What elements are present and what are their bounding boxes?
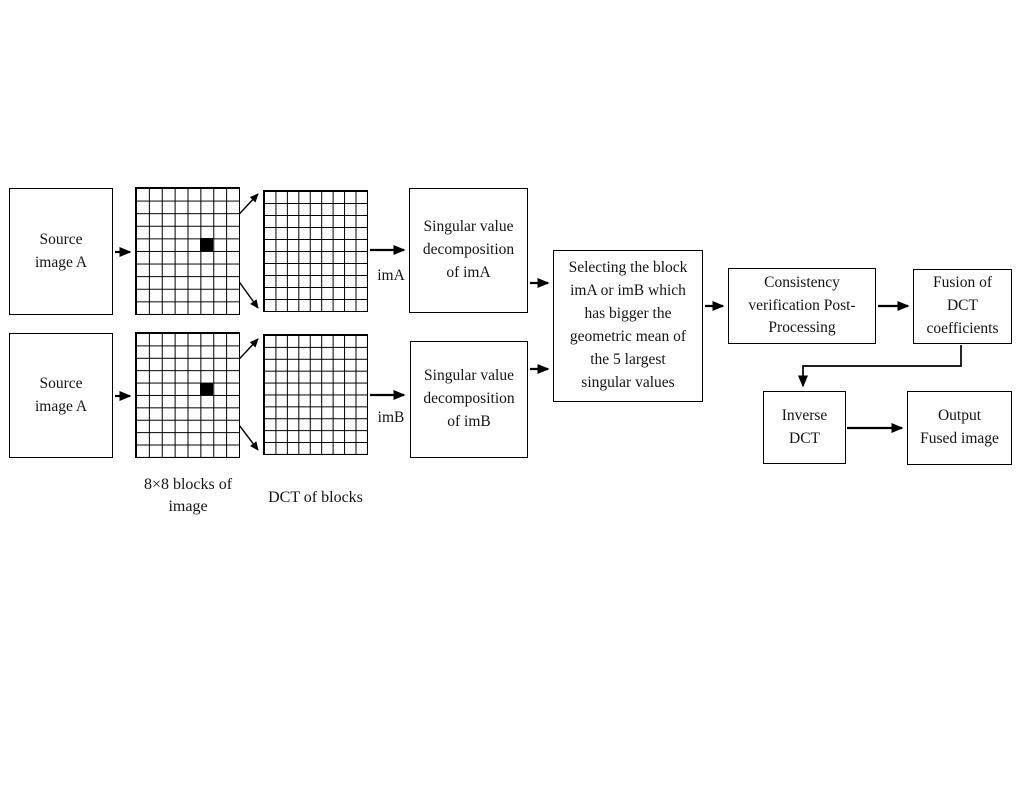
box-consistency-verification: Consistency verification Post- Processin… xyxy=(728,268,876,344)
edge-label-imb: imB xyxy=(377,409,405,426)
box-source-image-b-label: Source image A xyxy=(34,374,88,415)
selected-block-cell-b xyxy=(200,382,214,395)
caption-dct-of-blocks: DCT of blocks xyxy=(268,489,363,506)
box-svd-ima: Singular value decomposition of imA xyxy=(409,188,528,313)
blocks-grid-a xyxy=(135,187,240,315)
box-consistency-verification-label: Consistency verification Post- Processin… xyxy=(748,273,856,337)
box-fusion-dct-coefficients: Fusion of DCT coefficients xyxy=(913,269,1012,344)
edge-label-ima: imA xyxy=(377,267,405,284)
box-svd-imb: Singular value decomposition of imB xyxy=(410,341,528,458)
caption-8x8-blocks: 8×8 blocks of image xyxy=(143,476,233,515)
box-output-fused-image: Output Fused image xyxy=(907,391,1012,465)
box-source-image-b: Source image A xyxy=(9,333,113,458)
arrow-fusion-to-inverse xyxy=(798,345,962,388)
box-source-image-a-label: Source image A xyxy=(34,230,88,271)
dct-grid-b xyxy=(263,334,368,455)
box-svd-imb-label: Singular value decomposition of imB xyxy=(423,367,515,430)
box-inverse-dct: Inverse DCT xyxy=(763,391,846,464)
box-fusion-dct-coefficients-label: Fusion of DCT coefficients xyxy=(926,274,999,337)
box-svd-ima-label: Singular value decomposition of imA xyxy=(422,218,515,281)
box-source-image-a: Source image A xyxy=(9,188,113,315)
box-inverse-dct-label: Inverse DCT xyxy=(781,406,828,447)
dct-grid-a xyxy=(263,190,368,312)
blocks-grid-b xyxy=(135,332,240,458)
box-block-selection: Selecting the block imA or imB which has… xyxy=(553,250,703,402)
box-block-selection-label: Selecting the block imA or imB which has… xyxy=(568,259,688,391)
selected-block-cell-a xyxy=(200,238,214,251)
box-output-fused-image-label: Output Fused image xyxy=(920,407,999,447)
